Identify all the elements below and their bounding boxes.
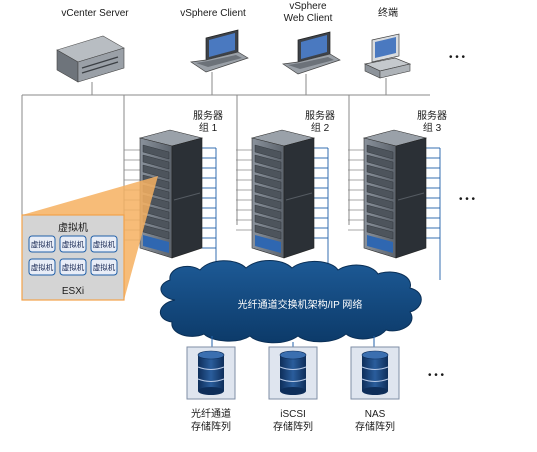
svg-text:虚拟机: 虚拟机 xyxy=(31,239,54,249)
vm-box: 虚拟机 xyxy=(28,235,56,253)
svg-text:服务器: 服务器 xyxy=(193,109,223,122)
clients-ellipsis: • • • xyxy=(449,52,466,63)
esxi-host-panel: 虚拟机 虚拟机 虚拟机 虚拟机 虚拟机 虚拟机 虚拟机 ESXi xyxy=(21,214,125,301)
svg-text:iSCSI: iSCSI xyxy=(280,409,306,420)
svg-text:组 2: 组 2 xyxy=(311,121,330,134)
server-group-3-label: 服务器 组 3 xyxy=(417,109,447,134)
svg-text:vSphere Client: vSphere Client xyxy=(180,8,246,19)
server-rack-2 xyxy=(236,129,329,280)
svg-text:存储阵列: 存储阵列 xyxy=(273,420,313,433)
svg-text:服务器: 服务器 xyxy=(305,109,335,122)
laptop-icon xyxy=(282,31,341,75)
vm-box: 虚拟机 xyxy=(90,235,118,253)
svg-text:组 3: 组 3 xyxy=(423,121,442,134)
network-cloud-label: 光纤通道交换机架构/IP 网络 xyxy=(238,298,363,311)
storage-ellipsis: • • • xyxy=(428,370,445,381)
client-label-vsphere-client: vSphere Client xyxy=(180,8,246,19)
svg-text:终端: 终端 xyxy=(378,6,398,19)
svg-text:虚拟机: 虚拟机 xyxy=(62,239,85,249)
laptop-icon xyxy=(190,29,249,73)
vm-box: 虚拟机 xyxy=(90,258,118,276)
svg-text:组 1: 组 1 xyxy=(199,121,218,134)
svg-text:vCenter Server: vCenter Server xyxy=(61,8,129,19)
server-rack-3 xyxy=(348,129,441,280)
server-icon xyxy=(56,35,125,83)
client-label-terminal: 终端 xyxy=(378,6,398,19)
svg-text:服务器: 服务器 xyxy=(417,109,447,122)
server-rack-1 xyxy=(124,129,217,280)
svg-text:存储阵列: 存储阵列 xyxy=(191,420,231,433)
network-cloud: 光纤通道交换机架构/IP 网络 xyxy=(159,260,422,344)
storage-label-fc: 光纤通道 存储阵列 xyxy=(191,407,231,433)
svg-text:vSphere: vSphere xyxy=(289,1,327,12)
svg-text:虚拟机: 虚拟机 xyxy=(31,262,54,272)
client-label-vsphere-web-client: vSphere Web Client xyxy=(284,1,333,24)
svg-text:存储阵列: 存储阵列 xyxy=(355,420,395,433)
client-label-vcenter-server: vCenter Server xyxy=(61,8,129,19)
esxi-label: ESXi xyxy=(62,286,84,297)
vm-box: 虚拟机 xyxy=(59,258,87,276)
svg-text:虚拟机: 虚拟机 xyxy=(93,239,116,249)
storage-label-iscsi: iSCSI 存储阵列 xyxy=(273,409,313,433)
storage-array-nas xyxy=(350,346,400,400)
storage-label-nas: NAS 存储阵列 xyxy=(355,409,395,433)
storage-array-iscsi xyxy=(268,346,318,400)
server-group-1-label: 服务器 组 1 xyxy=(193,109,223,134)
vm-box: 虚拟机 xyxy=(59,235,87,253)
desktop-computer-icon xyxy=(363,33,412,79)
svg-text:NAS: NAS xyxy=(365,409,386,420)
servers-ellipsis: • • • xyxy=(459,194,476,205)
esxi-panel-title: 虚拟机 xyxy=(58,221,88,234)
vm-box: 虚拟机 xyxy=(28,258,56,276)
storage-array-fc xyxy=(186,346,236,400)
svg-text:Web Client: Web Client xyxy=(284,13,333,24)
server-group-2-label: 服务器 组 2 xyxy=(305,109,335,134)
svg-text:虚拟机: 虚拟机 xyxy=(93,262,116,272)
svg-text:虚拟机: 虚拟机 xyxy=(62,262,85,272)
svg-text:光纤通道: 光纤通道 xyxy=(191,407,231,420)
storage-links xyxy=(211,336,375,347)
